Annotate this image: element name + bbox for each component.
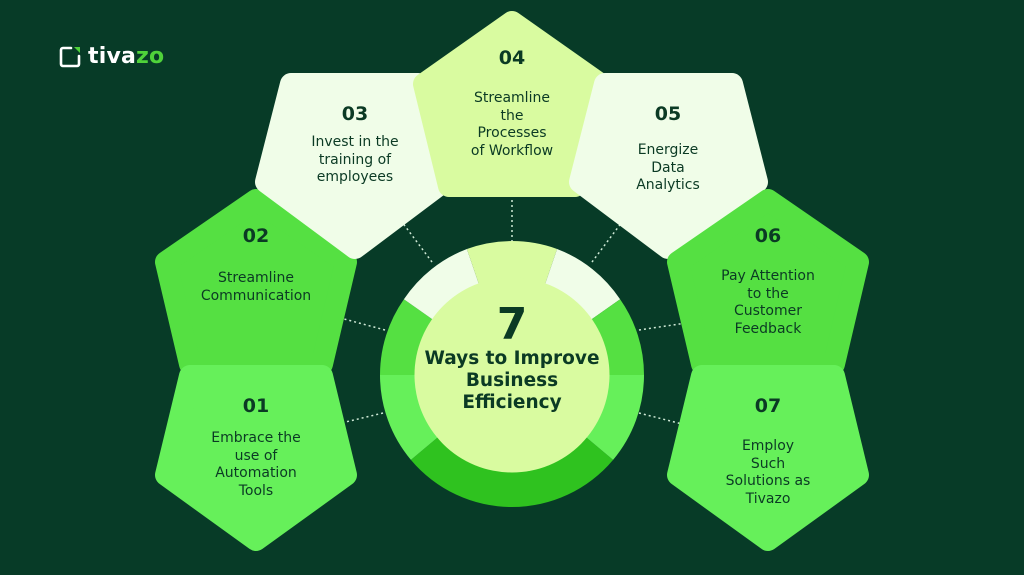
step-number: 03 [341, 103, 369, 125]
step-text: Energize Data Analytics [636, 142, 700, 193]
ring-segment-06 [591, 299, 644, 375]
pentagons [155, 11, 869, 551]
ring-segment-03 [403, 249, 479, 320]
step-number: 06 [754, 225, 782, 247]
step-04: 04 Streamline the Processes of Workflow [432, 48, 592, 160]
step-number: 07 [754, 395, 782, 417]
ring-segment-02 [380, 299, 433, 375]
ring-segment-07 [586, 375, 644, 460]
step-07: 07 Employ Such Solutions as Tivazo [688, 396, 848, 508]
tivazo-logo-icon [59, 46, 81, 67]
step-text: Streamline Communication [200, 270, 312, 304]
center-title: Ways to Improve Business Efficiency [424, 348, 600, 413]
center-disc [414, 277, 610, 473]
ring-segment-01 [380, 375, 438, 460]
step-text: Employ Such Solutions as Tivazo [725, 438, 811, 507]
step-number: 04 [498, 47, 526, 69]
pentagon-03 [255, 73, 454, 259]
pentagon-07 [667, 365, 869, 551]
step-06: 06 Pay Attention to the Customer Feedbac… [688, 226, 848, 338]
center-number: 7 [496, 299, 528, 350]
pentagon-04 [413, 11, 611, 197]
pentagon-02 [155, 189, 357, 375]
step-number: 05 [654, 103, 682, 125]
pentagon-01 [155, 365, 357, 551]
pentagon-05 [569, 73, 768, 259]
step-text: Invest in the training of employees [311, 134, 399, 185]
center-heading: 7 Ways to Improve Business Efficiency [412, 302, 612, 414]
progress-ring [380, 241, 644, 508]
pentagon-06 [667, 189, 869, 375]
step-text: Streamline the Processes of Workflow [470, 90, 554, 159]
step-text: Pay Attention to the Customer Feedback [721, 268, 815, 337]
ring-segment-05 [545, 249, 621, 320]
brand-name: tivazo [88, 44, 165, 69]
step-number: 01 [242, 395, 270, 417]
brand-logo: tivazo [58, 44, 164, 69]
step-text: Embrace the use of Automation Tools [211, 430, 301, 499]
step-number: 02 [242, 225, 270, 247]
step-02: 02 Streamline Communication [176, 226, 336, 305]
step-01: 01 Embrace the use of Automation Tools [176, 396, 336, 500]
step-03: 03 Invest in the training of employees [275, 104, 435, 187]
step-05: 05 Energize Data Analytics [588, 104, 748, 195]
ring-segment-04 [466, 241, 558, 284]
